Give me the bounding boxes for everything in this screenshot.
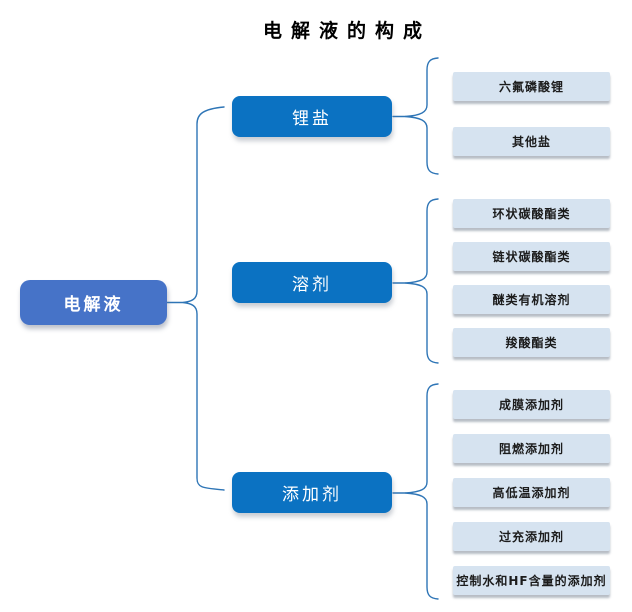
leaf-group-lithium-salt: 六氟磷酸锂 其他盐: [453, 72, 610, 156]
branch-node-solvent: 溶剂: [232, 262, 392, 303]
branch-brace-0: [404, 57, 439, 175]
leaf-node: 成膜添加剂: [453, 390, 610, 419]
branch-brace-2: [404, 383, 439, 600]
leaf-group-solvent: 环状碳酸酯类 链状碳酸酯类 醚类有机溶剂 羧酸酯类: [453, 199, 610, 357]
branch-node-additive: 添加剂: [232, 472, 392, 513]
leaf-node: 羧酸酯类: [453, 328, 610, 357]
branch-brace-1: [404, 198, 439, 364]
leaf-node: 高低温添加剂: [453, 478, 610, 507]
root-brace: [182, 106, 225, 491]
leaf-node: 过充添加剂: [453, 522, 610, 551]
leaf-node: 其他盐: [453, 127, 610, 156]
diagram-title: 电解液的构成: [262, 20, 431, 42]
leaf-node: 控制水和HF含量的添加剂: [453, 566, 610, 595]
leaf-node: 六氟磷酸锂: [453, 72, 610, 101]
node-electrolyte: 电解液: [20, 280, 167, 325]
branch-node-lithium-salt: 锂盐: [232, 96, 392, 137]
leaf-node: 链状碳酸酯类: [453, 242, 610, 271]
leaf-group-additive: 成膜添加剂 阻燃添加剂 高低温添加剂 过充添加剂 控制水和HF含量的添加剂: [453, 390, 610, 595]
leaf-node: 阻燃添加剂: [453, 434, 610, 463]
leaf-node: 醚类有机溶剂: [453, 285, 610, 314]
leaf-node: 环状碳酸酯类: [453, 199, 610, 228]
